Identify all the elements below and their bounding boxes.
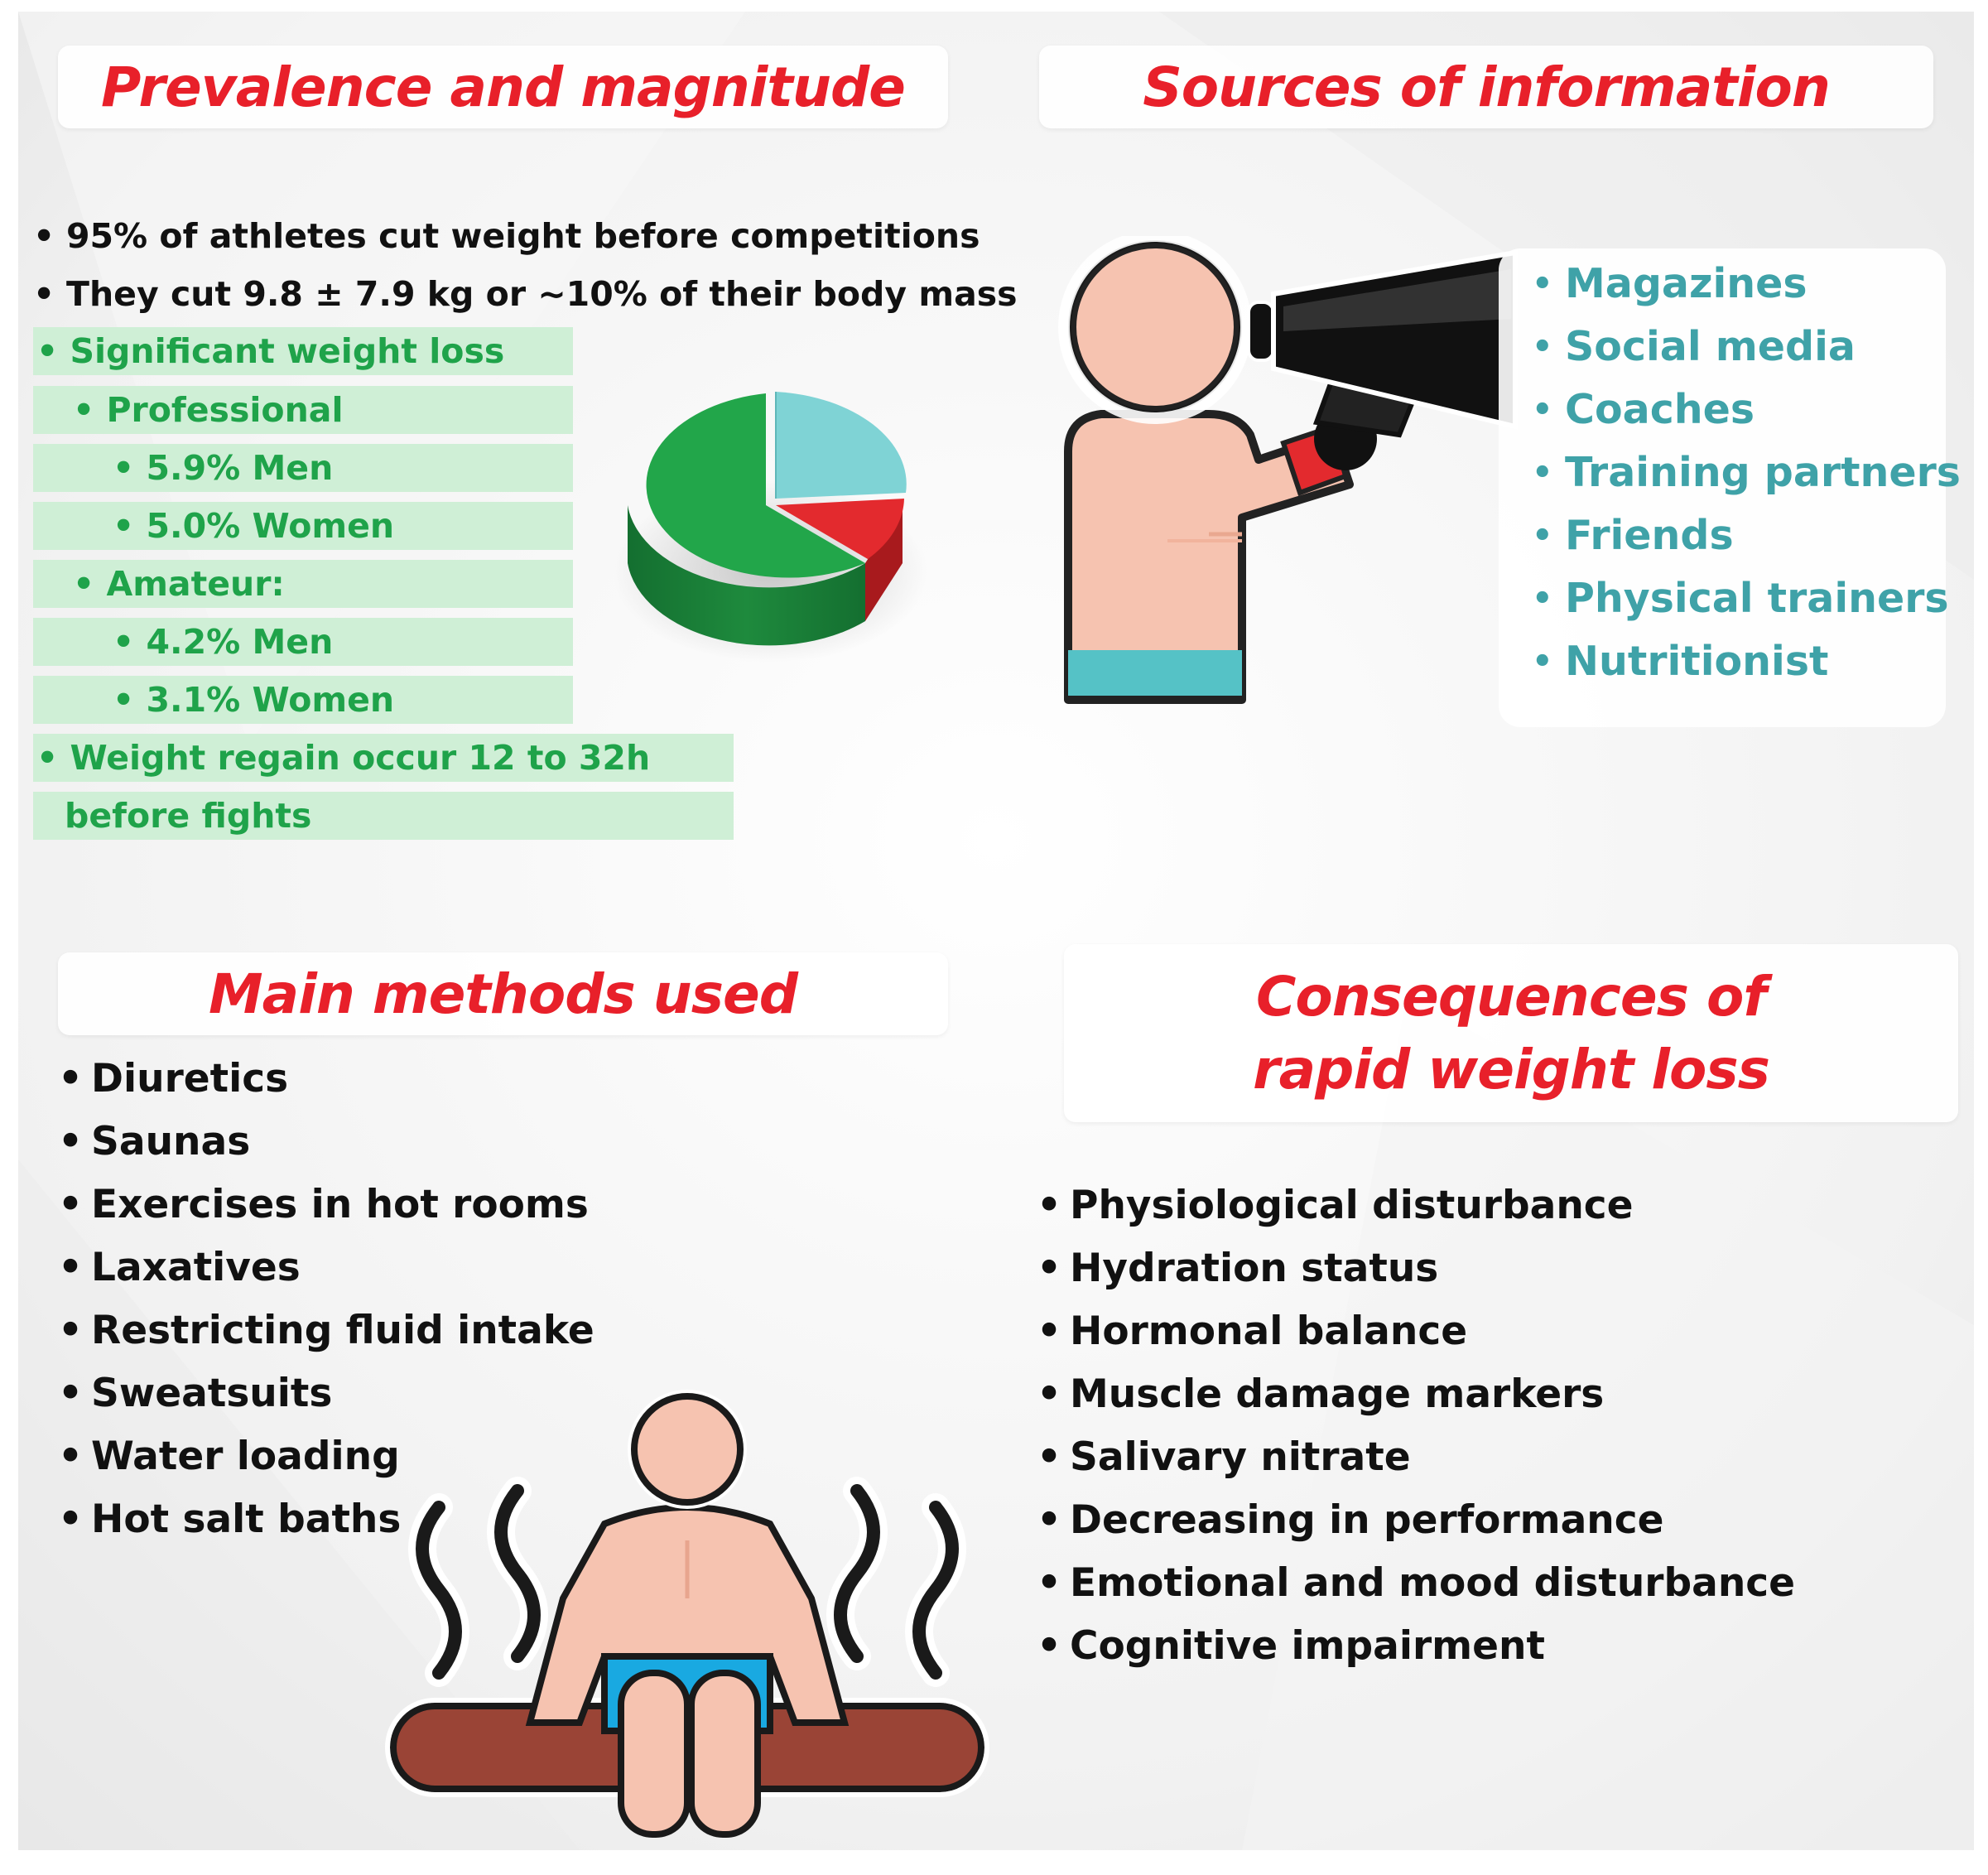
green-row: before fights — [33, 792, 734, 840]
method-item: Water loading — [58, 1425, 594, 1488]
prevalence-title: Prevalence and magnitude — [101, 55, 906, 119]
methods-list: Diuretics Saunas Exercises in hot rooms … — [58, 1048, 594, 1551]
consequences-title-line1: Consequences of — [1256, 964, 1767, 1029]
prevalence-facts: 95% of athletes cut weight before compet… — [33, 207, 1018, 323]
green-row: • Significant weight loss — [33, 327, 573, 375]
consequence-item: Emotional and mood disturbance — [1037, 1552, 1795, 1615]
methods-title: Main methods used — [209, 962, 798, 1026]
method-item: Saunas — [58, 1111, 594, 1174]
method-item: Exercises in hot rooms — [58, 1174, 594, 1236]
sources-list: Magazines Social media Coaches Training … — [1532, 253, 1961, 693]
source-item: Nutritionist — [1532, 630, 1961, 693]
method-item: Diuretics — [58, 1048, 594, 1111]
green-row: • 5.0% Women — [33, 502, 573, 550]
source-item: Magazines — [1532, 253, 1961, 316]
consequences-title-line2: rapid weight loss — [1253, 1037, 1770, 1101]
green-row: • 3.1% Women — [33, 676, 573, 724]
consequence-item: Hydration status — [1037, 1237, 1795, 1300]
fact-item: They cut 9.8 ± 7.9 kg or ~10% of their b… — [33, 265, 1018, 323]
prevalence-title-box: Prevalence and magnitude — [58, 46, 948, 128]
consequences-title-box: Consequences of rapid weight loss — [1064, 944, 1958, 1122]
method-item: Sweatsuits — [58, 1362, 594, 1425]
source-item: Training partners — [1532, 441, 1961, 504]
person-in-sauna-icon — [385, 1390, 989, 1838]
pie-chart-icon — [613, 392, 927, 663]
green-row: • 4.2% Men — [33, 618, 573, 666]
source-item: Coaches — [1532, 378, 1961, 441]
consequence-item: Decreasing in performance — [1037, 1489, 1795, 1552]
source-item: Friends — [1532, 504, 1961, 567]
consequence-item: Muscle damage markers — [1037, 1363, 1795, 1426]
consequence-item: Hormonal balance — [1037, 1300, 1795, 1363]
green-row: • Weight regain occur 12 to 32h — [33, 734, 734, 782]
consequence-item: Salivary nitrate — [1037, 1426, 1795, 1489]
green-row: • Professional — [33, 386, 573, 434]
green-row: • Amateur: — [33, 560, 573, 608]
methods-title-box: Main methods used — [58, 952, 948, 1035]
person-with-megaphone-icon — [1058, 236, 1518, 704]
consequences-list: Physiological disturbance Hydration stat… — [1037, 1174, 1795, 1678]
consequence-item: Cognitive impairment — [1037, 1615, 1795, 1678]
source-item: Physical trainers — [1532, 567, 1961, 630]
fact-item: 95% of athletes cut weight before compet… — [33, 207, 1018, 265]
consequence-item: Physiological disturbance — [1037, 1174, 1795, 1237]
method-item: Laxatives — [58, 1236, 594, 1299]
sources-title-box: Sources of information — [1039, 46, 1933, 128]
method-item: Restricting fluid intake — [58, 1299, 594, 1362]
source-item: Social media — [1532, 316, 1961, 378]
method-item: Hot salt baths — [58, 1488, 594, 1551]
green-row: • 5.9% Men — [33, 444, 573, 492]
sources-title: Sources of information — [1143, 55, 1831, 119]
